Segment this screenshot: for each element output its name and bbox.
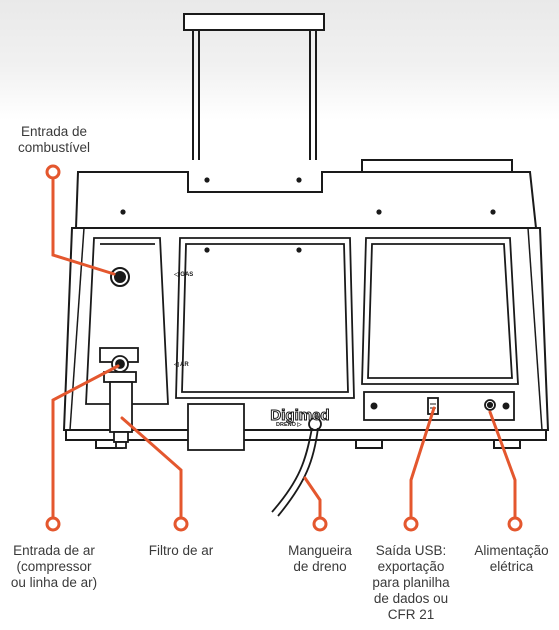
usb-output-label: Saída USB: exportação para planilha de d… (372, 543, 450, 622)
power-label: Alimentação elétrica (474, 543, 549, 574)
carry-handle (183, 13, 325, 160)
drain-hose-label: Mangueira de dreno (288, 543, 352, 574)
drain-hose (271, 417, 322, 517)
gas-port-label: ◁ GAS (173, 271, 193, 278)
air-inlet-marker (45, 516, 61, 532)
drain-port-label: DRENO ▷ (276, 421, 302, 428)
center-panel (175, 237, 355, 399)
left-panel (85, 237, 169, 405)
top-lid (361, 159, 513, 173)
air-inlet-label: Entrada de ar (compressor ou linha de ar… (10, 543, 98, 590)
right-panel (361, 237, 519, 385)
drain-hose-marker (312, 516, 328, 532)
screws (120, 177, 496, 253)
label-plate (187, 403, 245, 451)
brand-logo: Digimed (270, 407, 329, 424)
fuel-inlet-label: Entrada de combustível (17, 124, 91, 155)
fuel-inlet-port (110, 267, 130, 287)
air-filter-assembly (99, 347, 139, 449)
connector-panel (363, 391, 515, 421)
air-port-label: ◁ AR (173, 361, 189, 368)
power-marker (507, 516, 523, 532)
fuel-inlet-marker (45, 164, 61, 180)
usb-output-marker (403, 516, 419, 532)
callout-markers (45, 164, 523, 532)
callout-leaders (51, 170, 517, 526)
air-filter-marker (173, 516, 189, 532)
air-filter-label: Filtro de ar (148, 543, 214, 558)
